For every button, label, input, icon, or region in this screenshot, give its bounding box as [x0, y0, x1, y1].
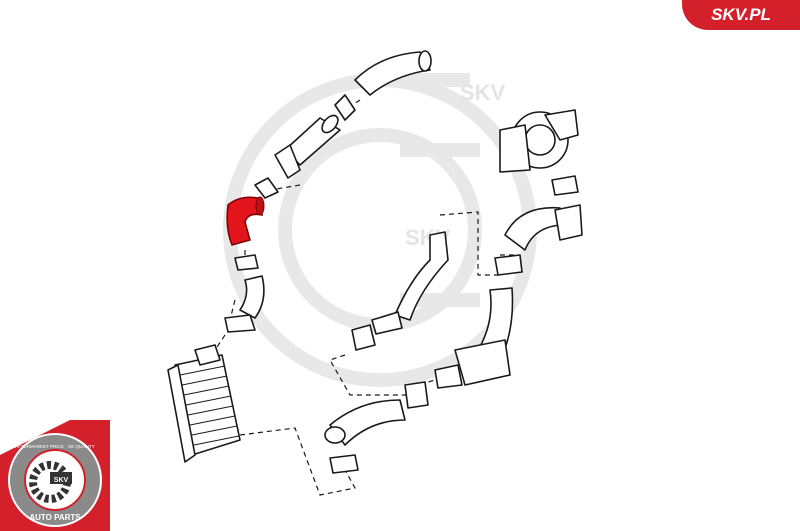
logo-ring-bottom-text: AUTO PARTS: [29, 513, 81, 522]
connector-line: [239, 427, 356, 496]
site-brand-tab[interactable]: SKV.PL: [682, 0, 800, 30]
turbocharger: [499, 109, 579, 196]
intercooler: [167, 344, 241, 463]
logo-ring-top-text: AFTERMARKET PRICE · OE QUALITY: [15, 444, 94, 449]
watermark-text: SKV: [460, 80, 506, 105]
right-pipe-assembly: [324, 204, 583, 474]
lower-pipe-elbow: [224, 254, 265, 333]
connector-line: [439, 211, 515, 276]
intercooler-hose-highlighted[interactable]: [226, 196, 265, 246]
logo-center-text: SKV: [54, 477, 69, 484]
upper-air-pipe: [254, 50, 432, 199]
